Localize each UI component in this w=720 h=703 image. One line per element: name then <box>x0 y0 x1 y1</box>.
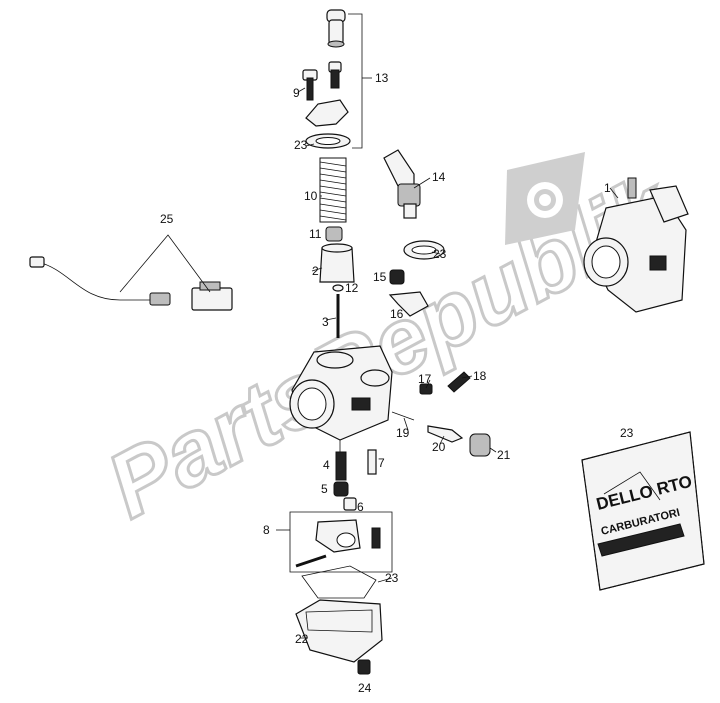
callout-23-choke: 23 <box>433 247 447 261</box>
callout-labels: 1 2 3 4 5 6 7 8 9 10 11 12 13 14 15 16 1… <box>160 71 634 695</box>
callout-23-gasket: 23 <box>385 571 399 585</box>
callout-23-top: 23 <box>294 138 308 152</box>
part-18-screw <box>447 371 471 393</box>
callout-1: 1 <box>604 181 611 195</box>
callout-7: 7 <box>378 456 385 470</box>
callout-12: 12 <box>345 281 359 295</box>
callout-9: 9 <box>293 86 300 100</box>
callout-16: 16 <box>390 307 404 321</box>
leader-lines <box>297 87 619 639</box>
callout-6: 6 <box>357 500 364 514</box>
part-23-gasket <box>301 565 377 599</box>
callout-21: 21 <box>497 448 511 462</box>
part-20-screw <box>427 425 464 443</box>
callout-18: 18 <box>473 369 487 383</box>
callout-4: 4 <box>323 458 330 472</box>
callout-20: 20 <box>432 440 446 454</box>
callout-15: 15 <box>373 270 387 284</box>
part-13-group <box>302 9 372 149</box>
carburetor-body <box>289 345 393 456</box>
part-21-cap <box>469 433 491 457</box>
part-17-screw <box>419 383 433 395</box>
callout-13: 13 <box>375 71 389 85</box>
callout-24: 24 <box>358 681 372 695</box>
part-5-jet <box>333 481 349 497</box>
part-10-spring <box>319 157 347 223</box>
callout-3: 3 <box>322 315 329 329</box>
part-19-spring <box>391 411 415 421</box>
callout-5: 5 <box>321 482 328 496</box>
part-16-spring-clip <box>388 291 429 317</box>
part-15-screw <box>389 269 405 285</box>
callout-25: 25 <box>160 212 174 226</box>
callout-23-bag: 23 <box>620 426 634 440</box>
part-4-jet-holder <box>335 451 347 481</box>
part-6-jet <box>343 497 357 511</box>
part-23-bag: DELLO RTO CARBURATORI <box>581 431 705 591</box>
part-8-float-group <box>276 511 393 573</box>
callout-22: 22 <box>295 632 309 646</box>
part-7-screw <box>367 449 377 475</box>
part-22-float-bowl <box>295 599 383 663</box>
part-14-choke <box>383 149 445 260</box>
part-12-clip <box>332 284 344 292</box>
callout-2: 2 <box>312 264 319 278</box>
callout-19: 19 <box>396 426 410 440</box>
part-2-slide <box>319 243 355 283</box>
part-11-clip <box>325 226 343 242</box>
part-25-cable <box>29 234 233 311</box>
gear-icon <box>505 152 585 245</box>
callout-11: 11 <box>309 227 322 241</box>
callout-8: 8 <box>263 523 270 537</box>
callout-14: 14 <box>432 170 446 184</box>
callout-17: 17 <box>418 372 432 386</box>
part-24-screw <box>357 659 371 675</box>
part-1-carburetor-assembly <box>583 177 689 313</box>
callout-10: 10 <box>304 189 318 203</box>
